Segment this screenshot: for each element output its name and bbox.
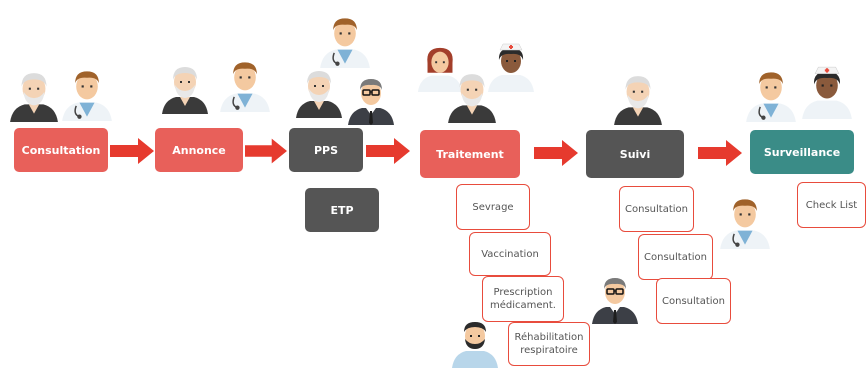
flow-arrow: [366, 138, 410, 164]
patient-avatar: [8, 70, 60, 122]
flow-arrow: [698, 140, 742, 166]
patient-avatar: [446, 70, 498, 124]
doctor-avatar: [744, 66, 798, 124]
patient-avatar: [294, 68, 344, 118]
item-sevrage: Sevrage: [456, 184, 530, 230]
suit-man-avatar: [590, 270, 640, 328]
item-consultation-3: Consultation: [656, 278, 731, 324]
patient-avatar: [612, 72, 664, 126]
item-vaccination: Vaccination: [469, 232, 551, 276]
suit-man-avatar: [346, 72, 396, 128]
stage-consultation: Consultation: [14, 128, 108, 172]
patient-avatar: [160, 64, 210, 114]
flow-arrow: [110, 138, 154, 164]
doctor-avatar: [60, 66, 114, 122]
stage-etp: ETP: [305, 188, 379, 232]
flow-arrow: [245, 138, 287, 164]
young-man-avatar: [450, 318, 500, 368]
item-consultation-1: Consultation: [619, 186, 694, 232]
stage-surveillance: Surveillance: [750, 130, 854, 174]
item-consultation-2: Consultation: [638, 234, 713, 280]
item-rehabilitation: Réhabilitation respiratoire: [508, 322, 590, 366]
item-check-list: Check List: [797, 182, 866, 228]
stage-suivi: Suivi: [586, 130, 684, 178]
stage-traitement: Traitement: [420, 130, 520, 178]
doctor-avatar: [718, 192, 772, 252]
nurse-avatar: [800, 60, 854, 124]
doctor-avatar: [318, 12, 372, 70]
stage-annonce: Annonce: [155, 128, 243, 172]
item-prescription: Prescription médicament.: [482, 276, 564, 322]
doctor-avatar: [218, 56, 272, 114]
stage-pps: PPS: [289, 128, 363, 172]
flow-arrow: [534, 140, 578, 166]
